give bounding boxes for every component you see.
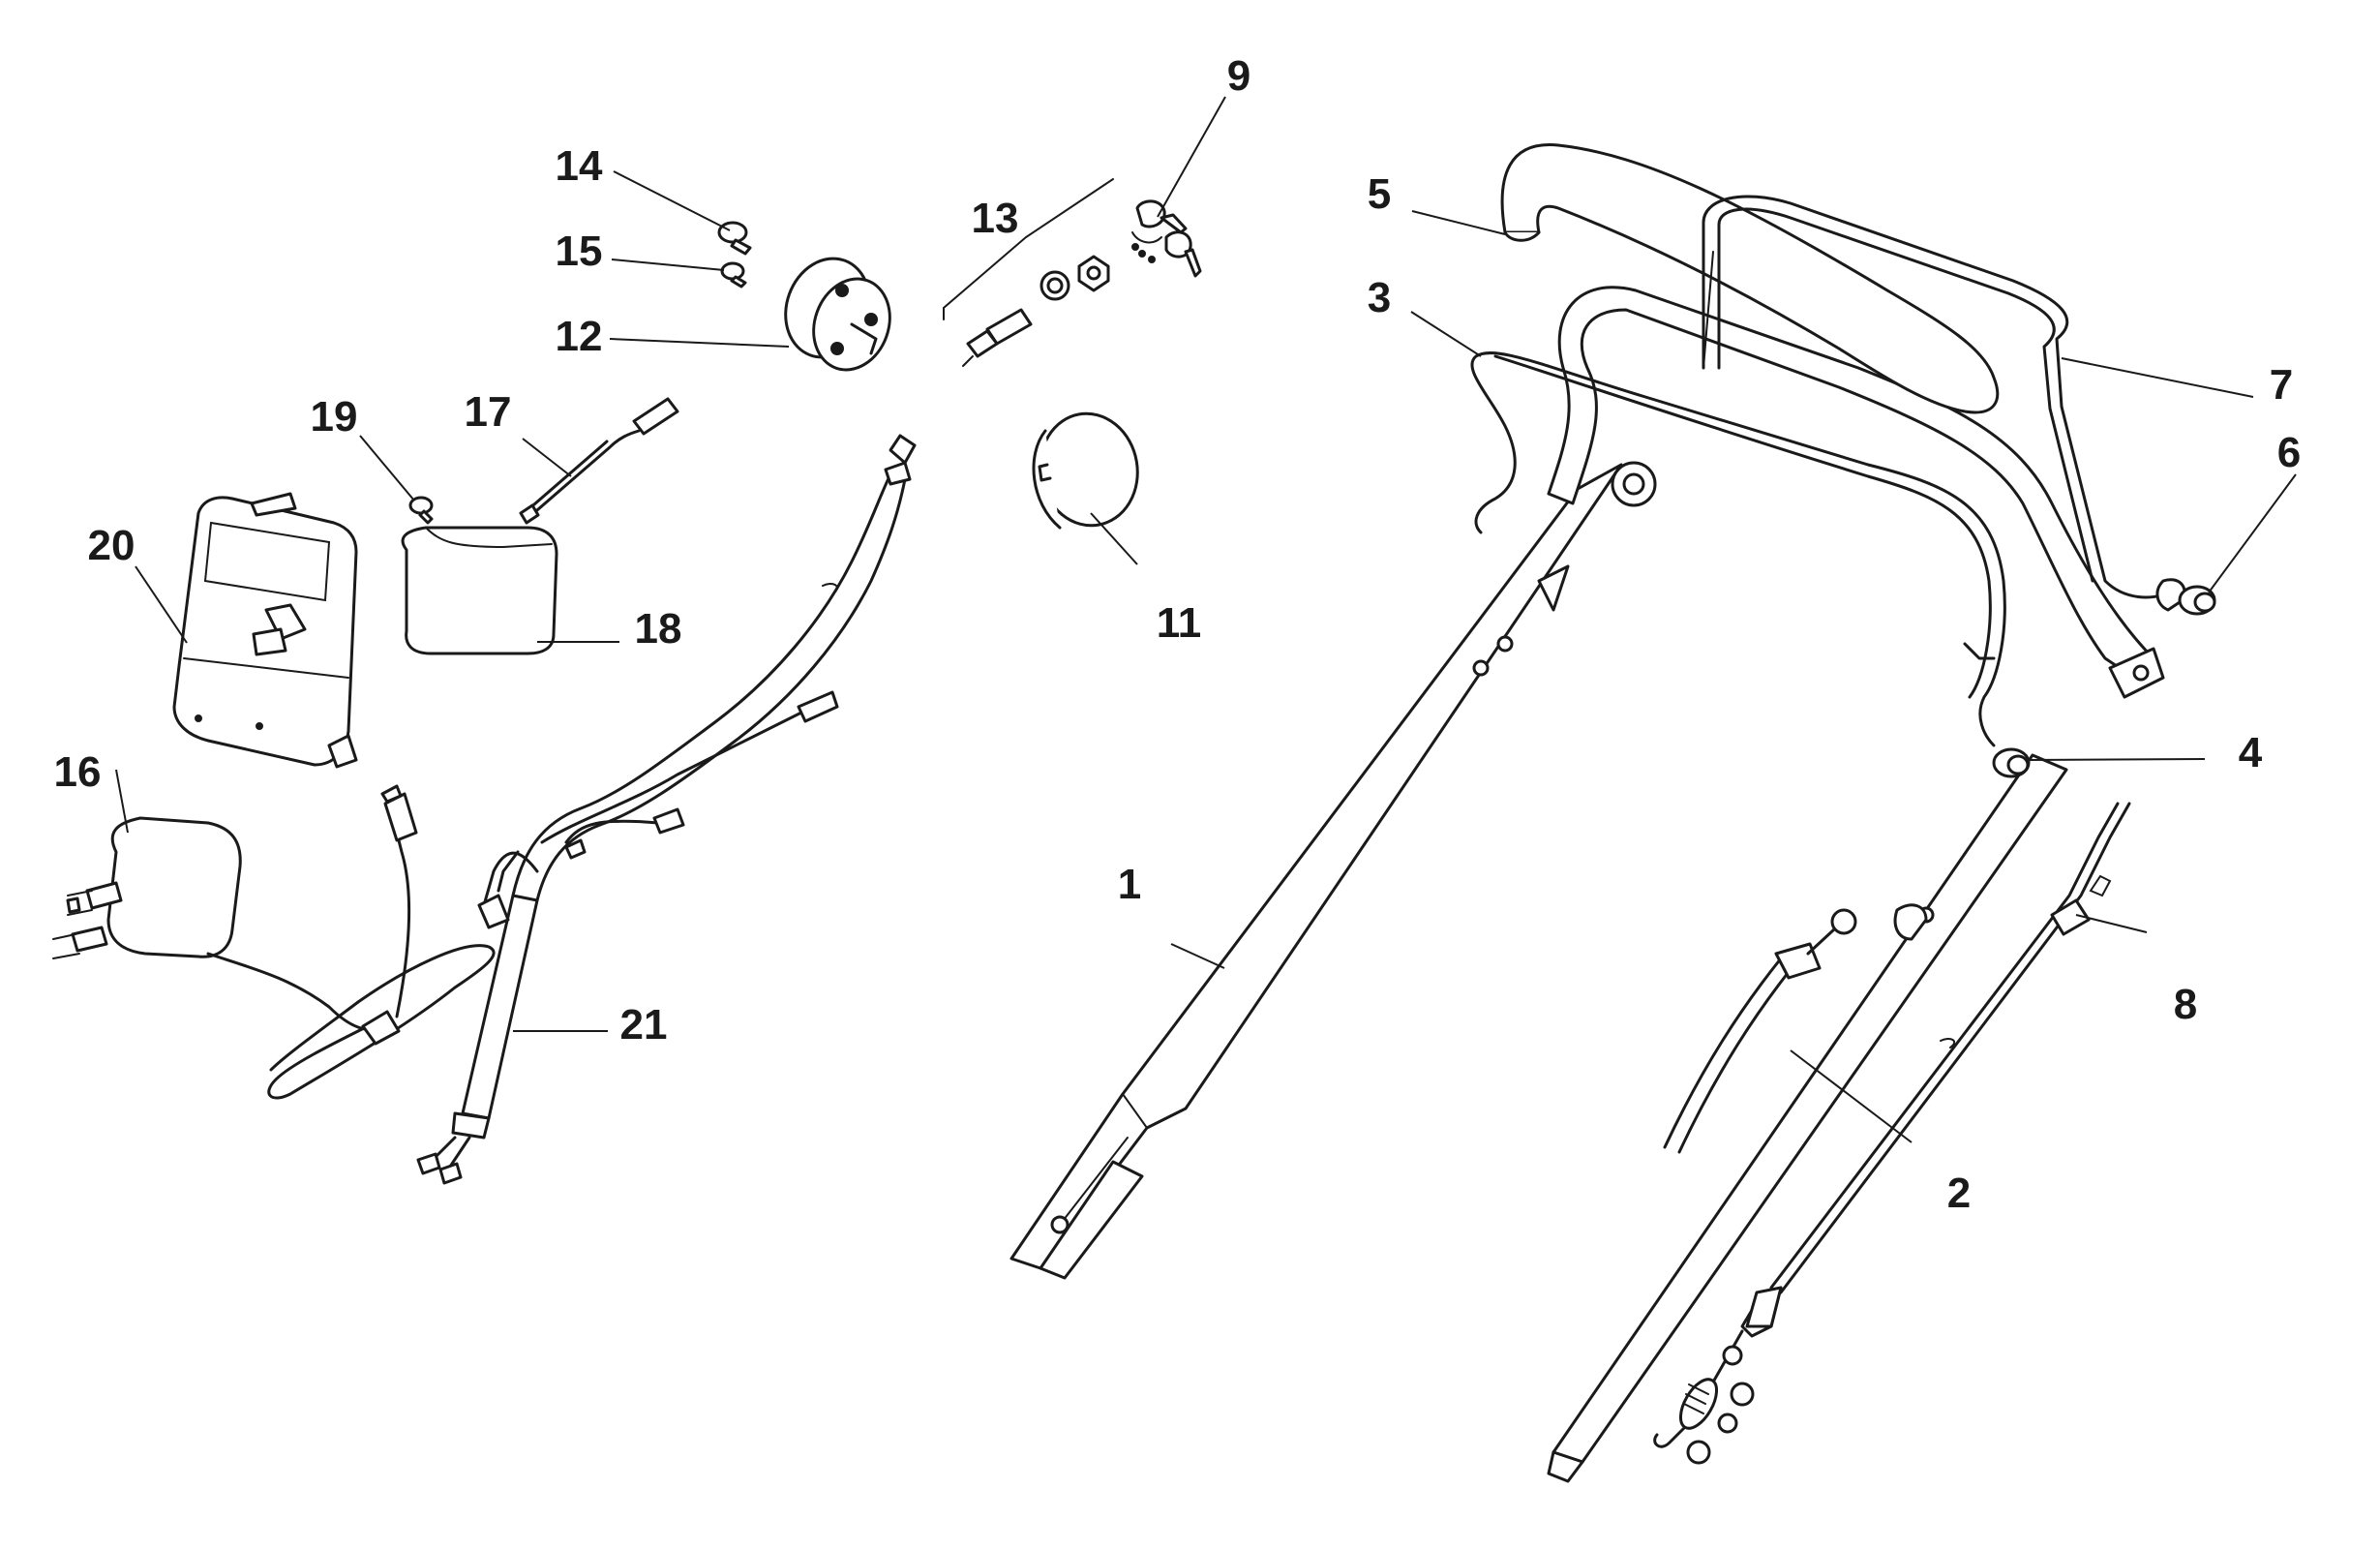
leader-17 — [522, 438, 572, 477]
leader-2 — [1790, 1049, 1913, 1143]
callout-1: 1 — [1118, 861, 1141, 908]
callout-9: 9 — [1227, 52, 1250, 100]
leader-15 — [611, 258, 725, 271]
leader-11 — [1090, 512, 1138, 565]
part-4-knob — [1992, 747, 2031, 778]
leader-14 — [613, 170, 731, 231]
callout-18: 18 — [635, 605, 682, 653]
leader-20 — [135, 565, 188, 644]
leader-1 — [1170, 943, 1225, 969]
leader-7 — [2061, 357, 2254, 398]
part-3-brake-bail — [1470, 351, 2006, 747]
leader-lines — [115, 96, 2297, 1143]
part-6-knob — [2178, 585, 2216, 616]
callout-13: 13 — [972, 195, 1019, 242]
part-18-battery — [401, 526, 558, 655]
callout-17: 17 — [465, 388, 512, 436]
leader-12 — [609, 338, 790, 348]
part-16-charger — [52, 784, 496, 1100]
part-19-screw — [408, 496, 434, 525]
part-2-brake-cable — [1663, 908, 1857, 1154]
callout-labels: 1 2 3 4 5 6 7 8 9 11 12 13 14 15 16 17 1… — [54, 52, 2302, 1217]
part-7-drive-bar — [1702, 195, 2186, 612]
part-15-screw — [720, 261, 747, 289]
callout-20: 20 — [88, 522, 136, 569]
leader-8 — [2075, 914, 2148, 933]
part-11-cap — [1032, 411, 1139, 530]
callout-2: 2 — [1947, 1170, 1971, 1217]
part-21-wiring-harness — [416, 434, 917, 1185]
callout-3: 3 — [1368, 274, 1391, 321]
leader-19 — [359, 435, 415, 501]
callout-4: 4 — [2239, 729, 2263, 776]
part-1-right-lower-tube — [1547, 753, 2068, 1483]
callout-15: 15 — [556, 228, 603, 275]
callout-6: 6 — [2277, 429, 2301, 476]
callout-7: 7 — [2270, 361, 2293, 409]
callout-19: 19 — [311, 393, 358, 441]
part-8-drive-cable — [1653, 802, 2131, 1465]
callout-14: 14 — [556, 142, 603, 190]
callout-12: 12 — [556, 313, 603, 360]
part-13-ignition-lock — [943, 178, 1114, 367]
part-5-control-bar — [1500, 143, 2000, 414]
part-1-lower-handle-tube — [1009, 463, 1623, 1280]
part-20-battery-box — [172, 492, 358, 769]
callout-11: 11 — [1157, 599, 1202, 647]
part-12-switch-housing — [784, 257, 891, 372]
callout-8: 8 — [2174, 981, 2197, 1028]
leader-5 — [1411, 210, 1506, 235]
leader-4 — [2027, 758, 2206, 761]
callout-5: 5 — [1368, 170, 1391, 218]
leader-9 — [1157, 96, 1226, 218]
part-9-keys — [1131, 199, 1202, 278]
part-17-harness — [519, 397, 679, 525]
leader-6 — [2208, 473, 2297, 593]
callout-16: 16 — [54, 748, 102, 796]
part-1-upper-handle-loop — [1547, 286, 2165, 699]
leader-16 — [115, 769, 129, 834]
leader-3 — [1410, 311, 1482, 357]
callout-21: 21 — [620, 1001, 668, 1049]
